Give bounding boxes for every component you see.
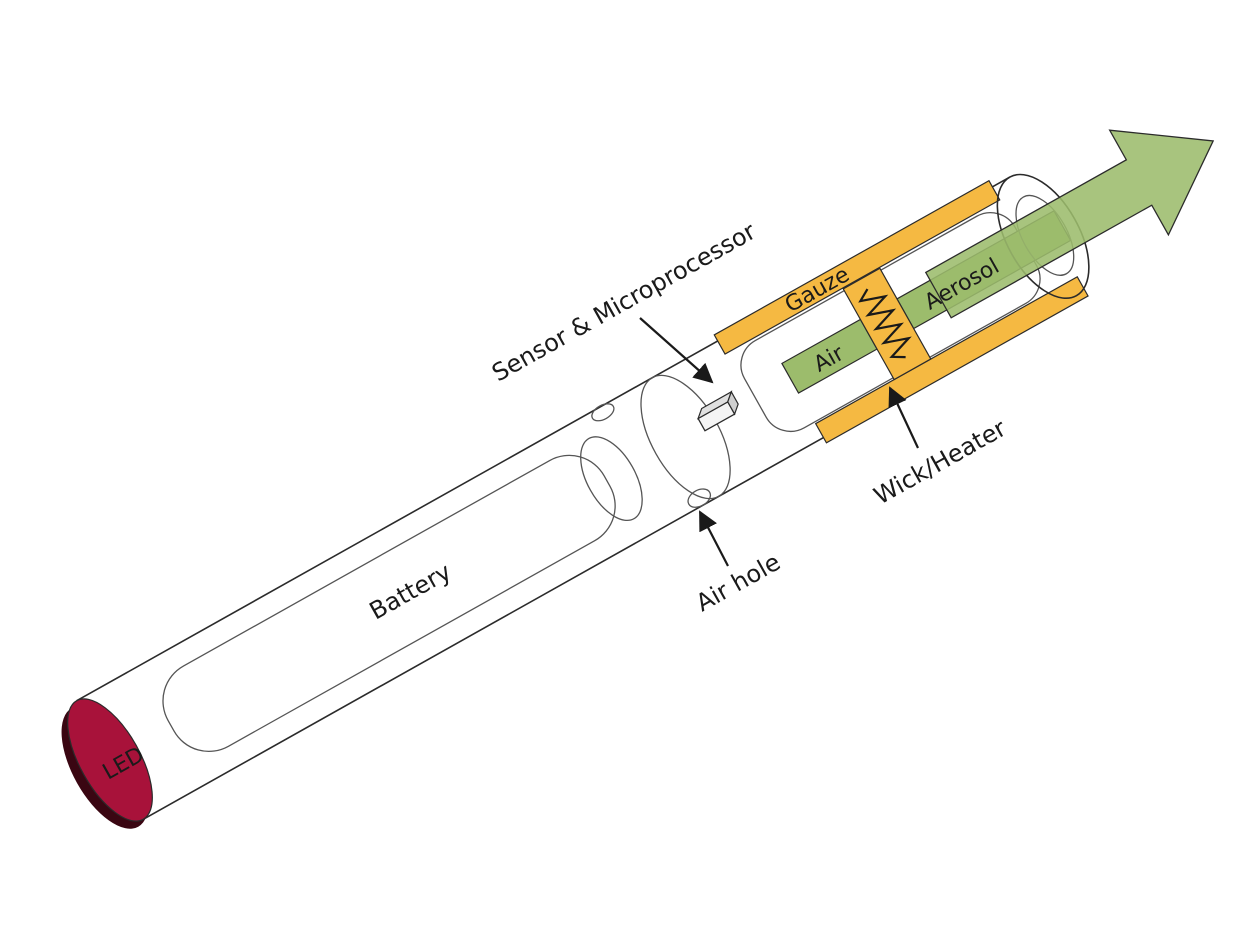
- wick-heater-label: Wick/Heater: [869, 414, 1011, 510]
- wick-heater-leader: [888, 386, 919, 449]
- gauze-label: Gauze: [781, 262, 854, 318]
- sensor-block: [697, 390, 739, 432]
- air-hole-leader: [699, 510, 729, 567]
- air-hole-label: Air hole: [691, 548, 785, 617]
- battery-end: [580, 436, 643, 522]
- battery-label: Battery: [365, 558, 456, 626]
- gauze-strip-bottom: [814, 275, 1089, 444]
- sensor-leader: [639, 317, 714, 384]
- device-body: Gauze Air Aerosol Battery: [61, 129, 1215, 829]
- battery-compartment: [162, 454, 616, 753]
- air-hole-top: [591, 403, 615, 422]
- sensor-label: Sensor & Microprocessor: [487, 217, 760, 387]
- gauze-strip-top: [713, 179, 1001, 355]
- airflow-arrow: [924, 129, 1215, 319]
- heater-coil: [858, 288, 912, 359]
- air-hole-bottom: [687, 488, 712, 508]
- wick-heater: [842, 267, 932, 381]
- led-cap: [67, 698, 153, 822]
